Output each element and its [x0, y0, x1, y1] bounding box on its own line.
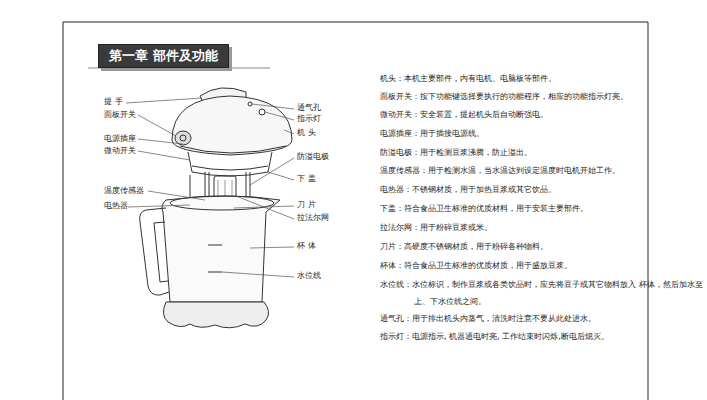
part-label: 刀 片	[297, 200, 316, 210]
part-description: 拉法尔网：用于粉碎豆浆或米。	[380, 219, 703, 236]
part-label: 水位线	[297, 271, 321, 281]
part-description: 电源插座：用于插接电源线。	[380, 125, 703, 142]
part-label: 拉法尔网	[297, 213, 329, 223]
part-label: 机 头	[297, 128, 316, 138]
chapter-title: 第一章 部件及功能	[98, 44, 229, 68]
part-label: 防溢电极	[297, 152, 329, 162]
part-label: 下 盖	[297, 174, 316, 184]
part-label: 杯 体	[297, 241, 316, 251]
part-label: 面板开关	[104, 110, 136, 120]
part-description: 机头：本机主要部件，内有电机、电脑板等部件。	[380, 70, 703, 87]
part-label: 电热器	[104, 201, 128, 211]
part-description: 水位线：水位标识，制作豆浆或各类饮品时，应先将豆子或其它物料放入 杯体，然后加水…	[380, 276, 703, 310]
part-description: 下盖：符合食品卫生标准的优质材料，用于安装主要部件。	[380, 200, 703, 217]
part-label: 电源插座	[104, 134, 136, 144]
part-description: 微动开关：安全装置，提起机头后自动断强电。	[380, 106, 703, 123]
part-description: 刀片：高硬度不锈钢材质，用于粉碎各种物料。	[380, 238, 703, 255]
part-label: 通气孔	[297, 103, 321, 113]
part-description: 杯体：符合食品卫生标准的优质材质，用于盛放豆浆。	[380, 257, 703, 274]
part-label: 提 手	[104, 97, 123, 107]
part-description: 防溢电极：用于检测豆浆沸腾，防止溢出。	[380, 144, 703, 161]
part-description: 电热器：不锈钢材质，用于加热豆浆或其它饮品。	[380, 181, 703, 198]
part-description: 温度传感器：用于检测水温，当水温达到设定温度时电机开始工作。	[380, 162, 703, 179]
part-label: 温度传感器	[104, 186, 144, 196]
part-description: 通气孔：用于排出机头内蒸气，清洗时注意不要从此处进水。	[380, 310, 703, 327]
part-description: 面板开关：按下功能键选择要执行的功能程序，相应的功能指示灯亮。	[380, 88, 703, 105]
part-label: 微动开关	[104, 146, 136, 156]
part-label: 指示灯	[297, 114, 321, 124]
part-description: 指示灯：电源指示, 机器通电时亮, 工作结束时闪烁,断电后熄灭。	[380, 328, 703, 345]
